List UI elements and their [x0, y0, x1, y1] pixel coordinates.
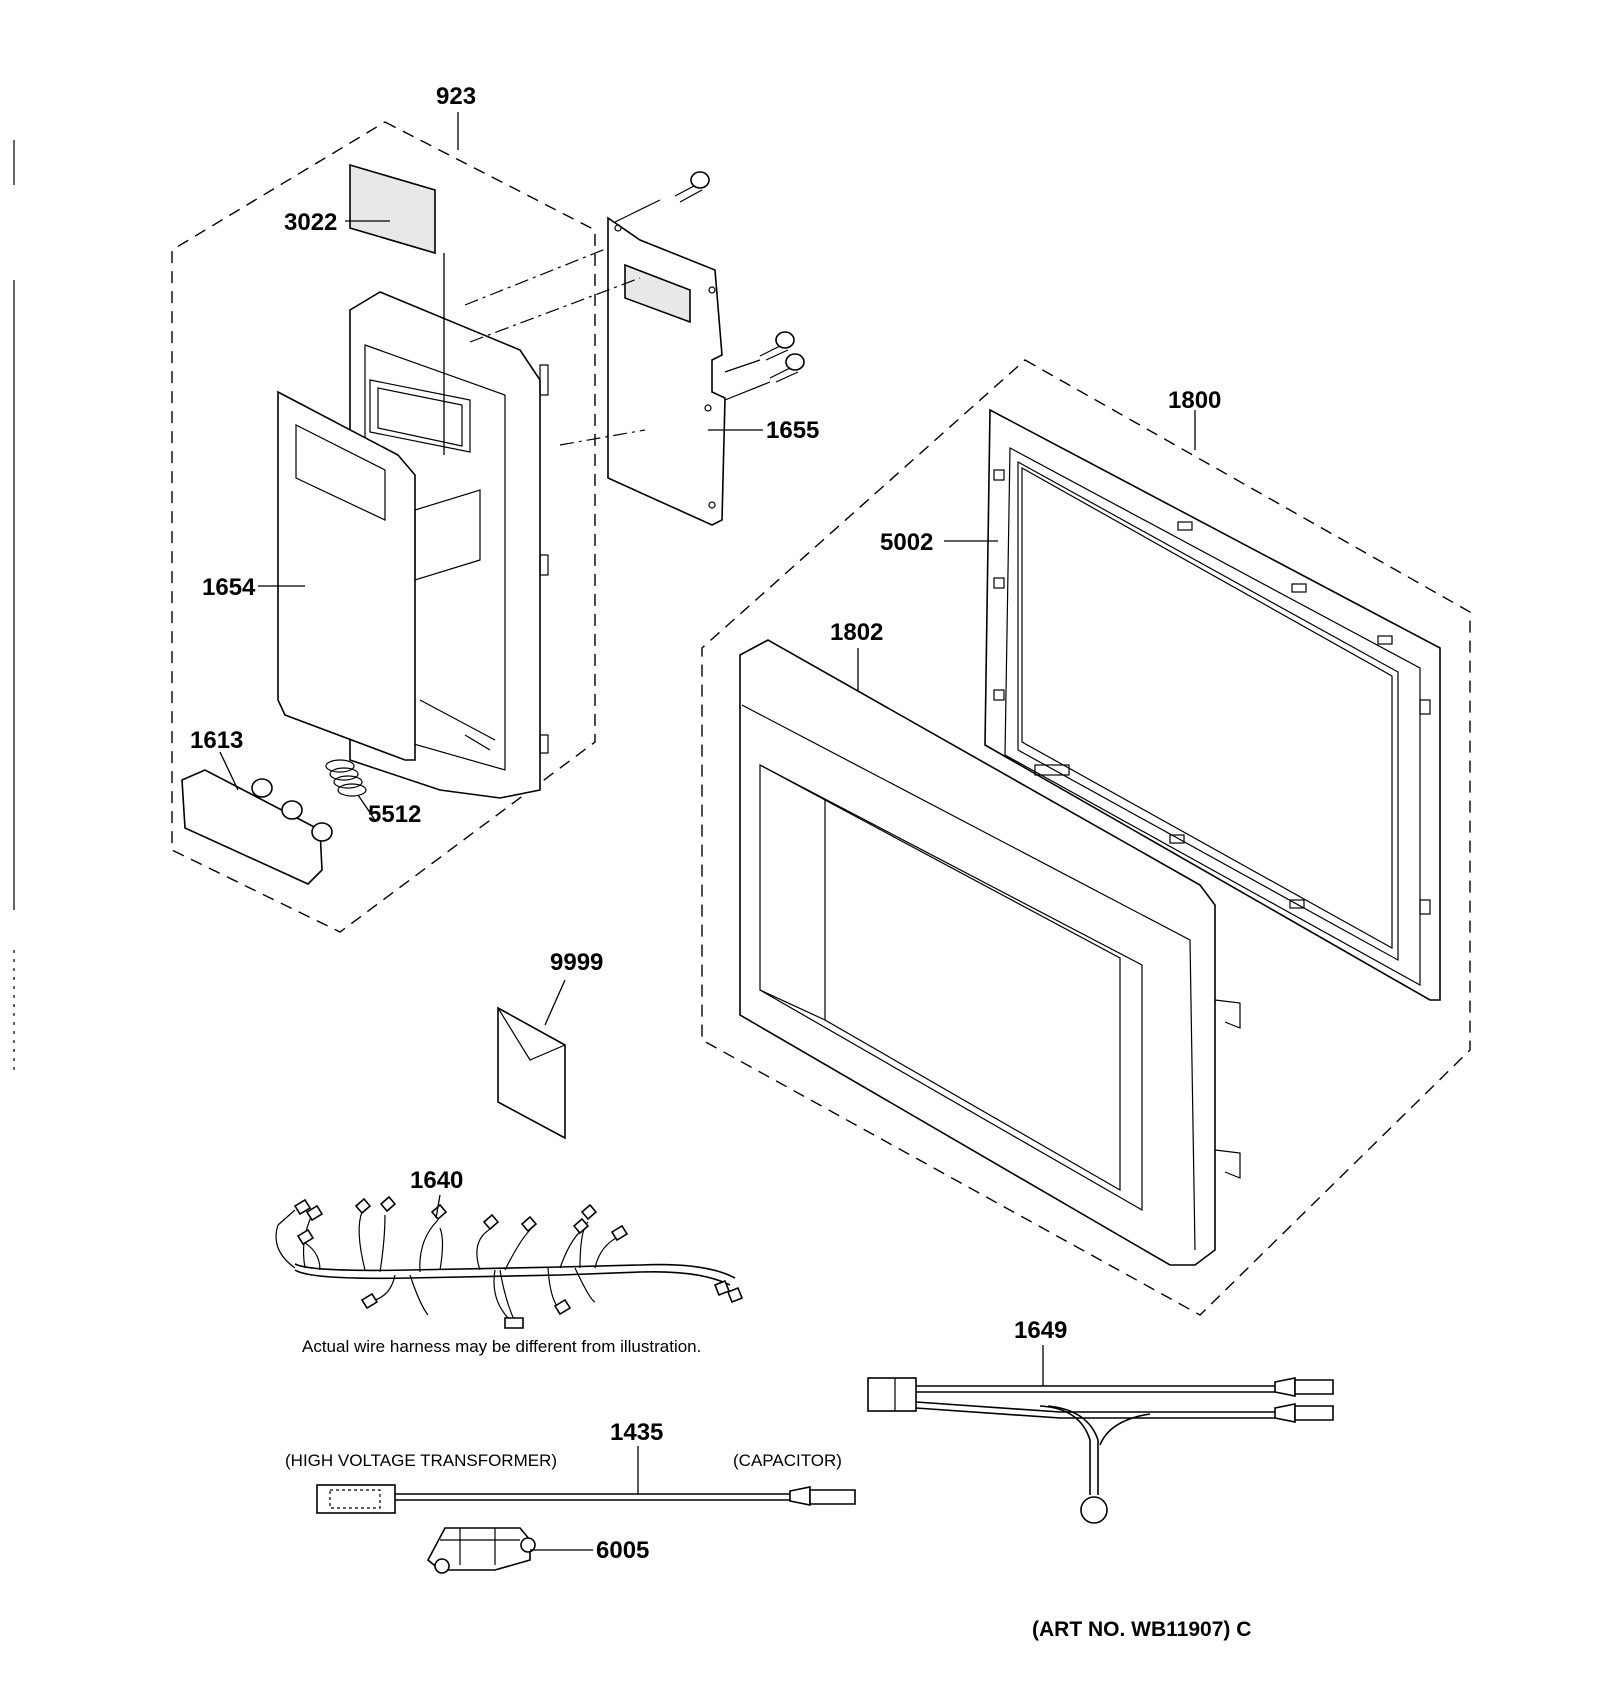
part-label-1654: 1654 — [202, 574, 256, 601]
door-assembly-group-1800: 1800 5002 — [701, 359, 1471, 1316]
label-3022: 3022 — [284, 163, 445, 455]
part-label-1435: 1435 — [610, 1419, 663, 1446]
part-label-3022: 3022 — [284, 209, 337, 236]
part-label-6005: 6005 — [596, 1537, 649, 1564]
part-label-1655: 1655 — [766, 417, 819, 444]
screw-icon — [724, 331, 795, 373]
door-button-1613: 1613 — [181, 727, 333, 885]
literature-envelope-9999: 9999 — [497, 949, 603, 1140]
door-outer-1802: 1802 — [739, 619, 1241, 1266]
terminal-icon — [789, 1486, 856, 1506]
harness-note: Actual wire harness may be different fro… — [302, 1337, 701, 1356]
part-label-1649: 1649 — [1014, 1317, 1067, 1344]
part-label-5512: 5512 — [368, 801, 421, 828]
part-label-5002: 5002 — [880, 529, 933, 556]
wire-1649: 1649 — [867, 1317, 1334, 1524]
wire-harness-1640: 1640 Actual wire harness may be differen… — [275, 1167, 744, 1356]
capacitor-label: (CAPACITOR) — [733, 1451, 842, 1470]
part-label-1802: 1802 — [830, 619, 883, 646]
part-label-1613: 1613 — [190, 727, 243, 754]
connector-icon — [293, 1195, 744, 1329]
art-number: (ART NO. WB11907) C — [1032, 1618, 1251, 1641]
control-board-1655: 1655 — [607, 216, 819, 526]
part-label-1640: 1640 — [410, 1167, 463, 1194]
screw-icon — [614, 171, 710, 223]
part-label-9999: 9999 — [550, 949, 603, 976]
hv-wire-1435: 1435 (HIGH VOLTAGE TRANSFORMER) (CAPACIT… — [285, 1419, 856, 1514]
part-label-923: 923 — [436, 83, 476, 110]
part-label-1800: 1800 — [1168, 387, 1221, 414]
terminal-icon — [1274, 1377, 1334, 1423]
screw-icon — [724, 353, 805, 401]
touch-panel-1654: 1654 — [202, 390, 416, 761]
group-1800-outline — [701, 359, 1471, 1316]
fuse-holder-6005: 6005 — [426, 1527, 649, 1574]
control-panel-group-923: 923 3022 1654 — [171, 83, 819, 933]
spring-5512: 5512 — [325, 759, 421, 828]
group-923-outline — [171, 121, 596, 933]
transformer-label: (HIGH VOLTAGE TRANSFORMER) — [285, 1451, 557, 1470]
choke-seal-5002: 5002 — [880, 466, 1393, 950]
door-frame-1800 — [984, 408, 1441, 1001]
